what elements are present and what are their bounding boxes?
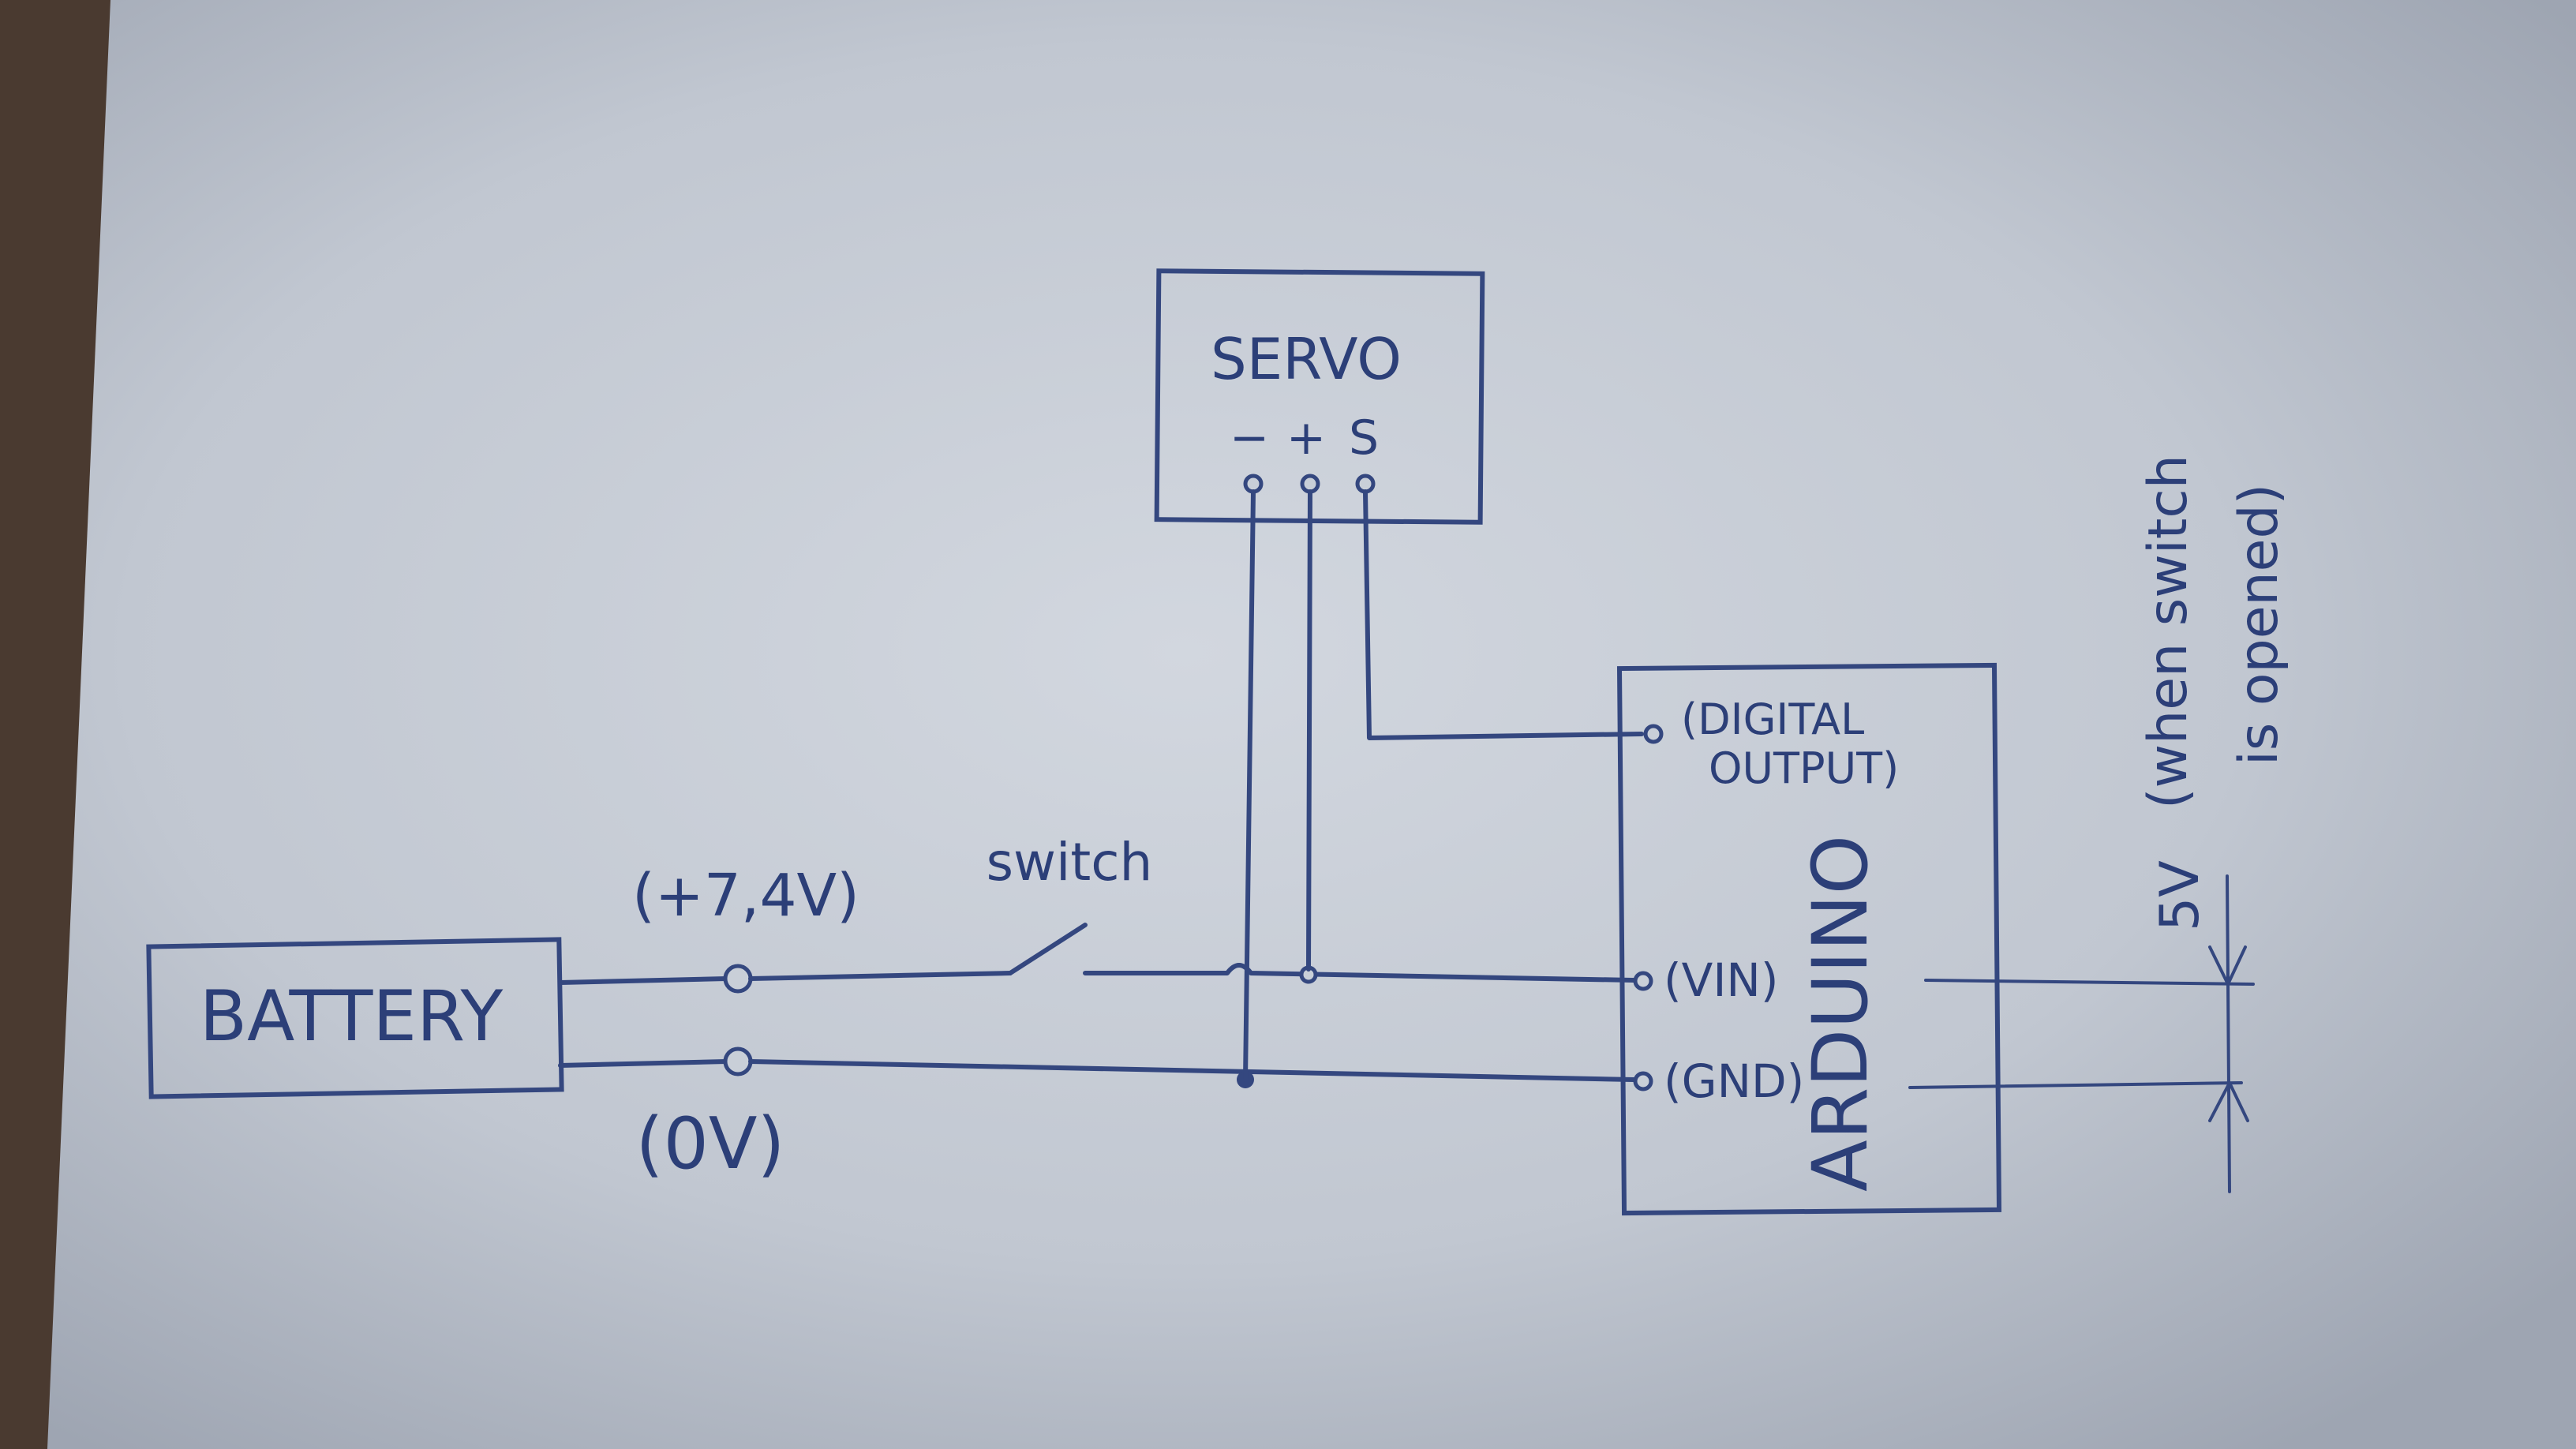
ground-voltage-label: (0V) bbox=[635, 1103, 784, 1185]
gnd-wire bbox=[748, 1059, 1636, 1082]
arduino-digital-label: (DIGITAL bbox=[1681, 695, 1864, 744]
measure-arrow-top bbox=[2208, 945, 2247, 986]
voltage-annotation: 5V bbox=[2149, 860, 2211, 931]
servo-plus-wire bbox=[1306, 489, 1312, 972]
arduino-label: ARDUINO bbox=[1796, 835, 1885, 1192]
measure-extension-bottom bbox=[1908, 1081, 2243, 1089]
servo-pin-plus-label: + bbox=[1286, 410, 1326, 466]
arduino-vin-pin bbox=[1633, 971, 1653, 991]
servo-minus-wire bbox=[1243, 489, 1256, 1082]
negative-wire bbox=[558, 1059, 728, 1068]
vin-wire bbox=[1083, 963, 1636, 983]
battery-label: BATTERY bbox=[200, 975, 504, 1057]
switch-label: switch bbox=[987, 832, 1153, 893]
negative-terminal bbox=[723, 1046, 753, 1076]
arduino-box bbox=[1616, 662, 2002, 1216]
arduino-gnd-label: (GND) bbox=[1664, 1054, 1804, 1108]
servo-pin-signal-label: S bbox=[1349, 410, 1379, 466]
battery-box bbox=[146, 937, 564, 1099]
positive-terminal bbox=[723, 964, 753, 994]
servo-box bbox=[1154, 268, 1485, 525]
positive-wire bbox=[558, 976, 728, 985]
arduino-gnd-pin bbox=[1633, 1071, 1653, 1091]
wire-to-switch bbox=[748, 971, 1013, 981]
measure-arrow-bottom bbox=[2208, 1081, 2249, 1122]
servo-signal-wire bbox=[1363, 489, 1644, 740]
arduino-digital-pin bbox=[1643, 724, 1664, 744]
arduino-vin-label: (VIN) bbox=[1664, 953, 1778, 1007]
switch-note-line2: is opened) bbox=[2228, 484, 2290, 766]
servo-label: SERVO bbox=[1211, 326, 1402, 392]
servo-pin-minus-label: − bbox=[1230, 410, 1269, 466]
switch-blade bbox=[1008, 923, 1088, 975]
measure-extension-top bbox=[1924, 979, 2255, 986]
arduino-output-label: OUTPUT) bbox=[1709, 743, 1899, 793]
measure-arrow-line bbox=[2226, 874, 2231, 1193]
positive-voltage-label: (+7,4V) bbox=[632, 862, 859, 930]
switch-note-line1: (when switch bbox=[2137, 455, 2200, 809]
